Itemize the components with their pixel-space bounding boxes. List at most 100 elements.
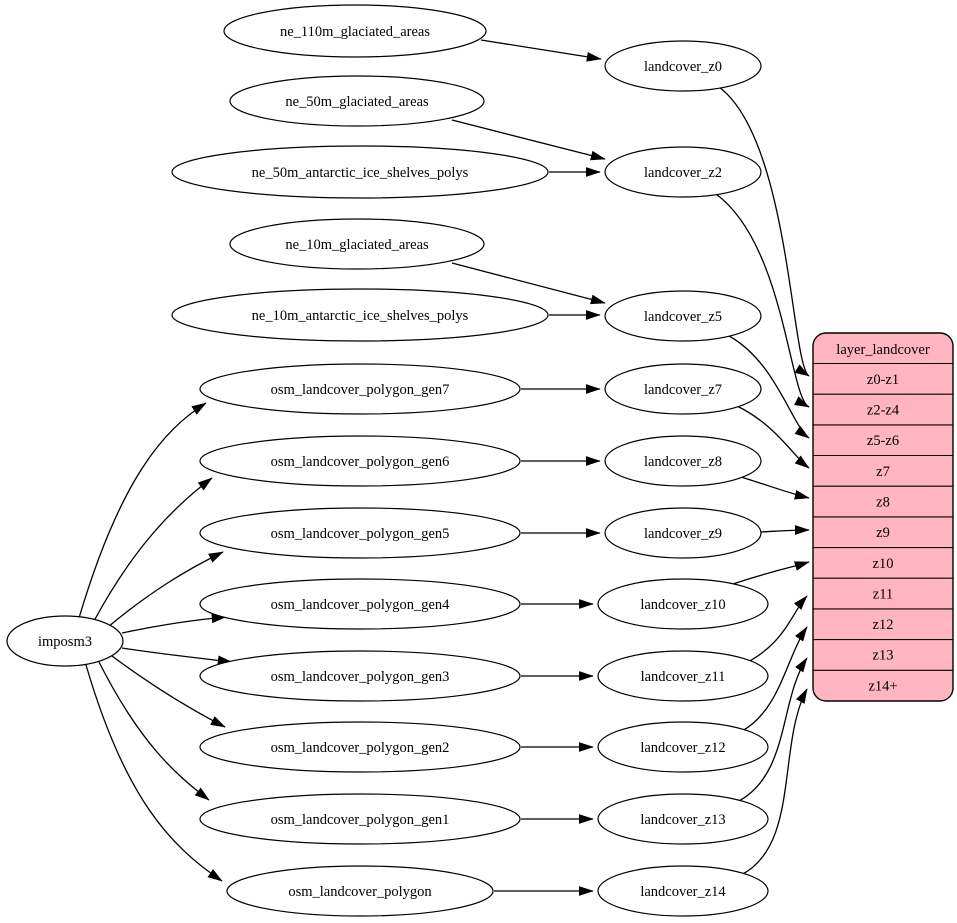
edge-imposm3--osm_landcover_polygon_gen6 <box>93 477 213 622</box>
edge-landcover_z8--row-z8 <box>740 476 810 500</box>
node-landcover_z11-ellipse <box>597 650 769 702</box>
node-landcover_z7-ellipse <box>604 363 762 415</box>
table-row-z12: z12 <box>873 617 894 633</box>
node-landcover_z12-label: landcover_z12 <box>640 740 725 756</box>
node-osm_landcover_polygon_gen6-ellipse <box>199 435 521 487</box>
edge-imposm3--osm_landcover_polygon_gen7 <box>78 402 207 619</box>
node-osm_landcover_polygon_gen6-label: osm_landcover_polygon_gen6 <box>271 454 450 470</box>
edge-landcover_z11--row-z11 <box>739 595 808 667</box>
table-row-z14plus: z14+ <box>868 679 897 695</box>
node-osm_landcover_polygon_gen7-ellipse <box>199 363 521 415</box>
node-landcover_z0-label: landcover_z0 <box>644 59 722 75</box>
node-landcover_z7: landcover_z7 <box>604 363 762 415</box>
table-title: layer_landcover <box>836 342 930 358</box>
node-landcover_z14-ellipse <box>597 865 769 917</box>
node-landcover_z12: landcover_z12 <box>597 721 769 773</box>
edge-imposm3--osm_landcover_polygon_gen1 <box>98 661 210 801</box>
node-landcover_z9-ellipse <box>604 507 762 559</box>
edge-imposm3--osm_landcover_polygon_gen5 <box>107 551 224 628</box>
node-landcover_z2-label: landcover_z2 <box>644 165 722 181</box>
edge-imposm3--osm_landcover_polygon_gen2 <box>111 655 226 728</box>
node-landcover_z14-label: landcover_z14 <box>640 884 726 900</box>
node-landcover_z11-label: landcover_z11 <box>641 669 726 685</box>
node-osm_landcover_polygon_gen4-ellipse <box>199 578 521 630</box>
edge-landcover_z2--row-z2-z4 <box>715 193 810 408</box>
node-landcover_z7-label: landcover_z7 <box>644 382 722 398</box>
node-osm_landcover_polygon-ellipse <box>226 865 494 917</box>
edge-landcover_z10--row-z10 <box>729 561 810 586</box>
node-landcover_z2: landcover_z2 <box>604 146 762 198</box>
node-landcover_z8-label: landcover_z8 <box>644 454 722 470</box>
node-landcover_z2-ellipse <box>604 146 762 198</box>
edge-landcover_z12--row-z12 <box>741 626 808 732</box>
node-ne_10m_antarctic_ice_shelves_polys-label: ne_10m_antarctic_ice_shelves_polys <box>252 308 469 324</box>
edge-ne_110m_glaciated_areas--landcover_z0 <box>480 39 602 62</box>
node-ne_50m_antarctic_ice_shelves_polys: ne_50m_antarctic_ice_shelves_polys <box>171 145 549 199</box>
node-osm_landcover_polygon_gen3-ellipse <box>199 650 521 702</box>
node-ne_50m_glaciated_areas: ne_50m_glaciated_areas <box>229 75 485 127</box>
table-row-z7: z7 <box>876 464 890 480</box>
node-osm_landcover_polygon_gen4: osm_landcover_polygon_gen4 <box>199 578 521 630</box>
table-layer_landcover: layer_landcover z0-z1 z2-z4 z5-z6 z7 z8 … <box>812 332 954 702</box>
node-osm_landcover_polygon_gen2-label: osm_landcover_polygon_gen2 <box>271 740 450 756</box>
node-osm_landcover_polygon_gen1-label: osm_landcover_polygon_gen1 <box>271 812 450 828</box>
nodes-layer: imposm3 ne_110m_glaciated_areas ne_50m_g… <box>6 4 769 917</box>
node-osm_landcover_polygon_gen6: osm_landcover_polygon_gen6 <box>199 435 521 487</box>
node-ne_110m_glaciated_areas-label: ne_110m_glaciated_areas <box>280 24 430 40</box>
node-landcover_z8-ellipse <box>604 435 762 487</box>
node-ne_50m_glaciated_areas-label: ne_50m_glaciated_areas <box>285 94 429 110</box>
edge-landcover_z13--row-z13 <box>736 657 808 803</box>
node-osm_landcover_polygon_gen5-ellipse <box>199 507 521 559</box>
node-ne_10m_glaciated_areas: ne_10m_glaciated_areas <box>229 218 485 270</box>
node-ne_110m_glaciated_areas: ne_110m_glaciated_areas <box>223 4 487 58</box>
table-row-z9: z9 <box>876 525 890 541</box>
node-landcover_z10-label: landcover_z10 <box>640 597 725 613</box>
node-landcover_z9: landcover_z9 <box>604 507 762 559</box>
node-ne_10m_glaciated_areas-label: ne_10m_glaciated_areas <box>285 237 429 253</box>
edge-imposm3--osm_landcover_polygon_gen3 <box>121 647 233 666</box>
edge-imposm3--osm_landcover_polygon_gen4 <box>121 613 227 634</box>
node-ne_50m_glaciated_areas-ellipse <box>229 75 485 127</box>
node-ne_110m_glaciated_areas-ellipse <box>223 4 487 58</box>
node-osm_landcover_polygon_gen1: osm_landcover_polygon_gen1 <box>199 793 521 845</box>
node-landcover_z13-ellipse <box>597 793 769 845</box>
node-osm_landcover_polygon_gen7: osm_landcover_polygon_gen7 <box>199 363 521 415</box>
node-ne_50m_antarctic_ice_shelves_polys-ellipse <box>171 145 549 199</box>
edge-landcover_z14--row-z14 <box>740 688 808 876</box>
node-imposm3-ellipse <box>6 615 124 667</box>
node-osm_landcover_polygon_gen4-label: osm_landcover_polygon_gen4 <box>271 597 451 613</box>
node-landcover_z8: landcover_z8 <box>604 435 762 487</box>
table-row-z10: z10 <box>873 556 894 572</box>
node-osm_landcover_polygon_gen2-ellipse <box>199 721 521 773</box>
node-osm_landcover_polygon: osm_landcover_polygon <box>226 865 494 917</box>
node-landcover_z10: landcover_z10 <box>597 578 769 630</box>
node-landcover_z5-label: landcover_z5 <box>644 309 722 325</box>
node-landcover_z5-ellipse <box>604 290 762 342</box>
table-row-z5-z6: z5-z6 <box>867 433 899 449</box>
table-row-z2-z4: z2-z4 <box>867 403 900 419</box>
node-osm_landcover_polygon-label: osm_landcover_polygon <box>288 884 432 900</box>
table-row-z13: z13 <box>873 648 894 664</box>
node-osm_landcover_polygon_gen3: osm_landcover_polygon_gen3 <box>199 650 521 702</box>
table-row-z0-z1: z0-z1 <box>867 372 899 388</box>
node-landcover_z0-ellipse <box>604 40 762 92</box>
node-landcover_z13: landcover_z13 <box>597 793 769 845</box>
edge-imposm3--osm_landcover_polygon <box>85 664 223 882</box>
node-imposm3: imposm3 <box>6 615 124 667</box>
node-osm_landcover_polygon_gen3-label: osm_landcover_polygon_gen3 <box>271 669 450 685</box>
node-osm_landcover_polygon_gen2: osm_landcover_polygon_gen2 <box>199 721 521 773</box>
node-imposm3-label: imposm3 <box>38 634 92 650</box>
node-landcover_z11: landcover_z11 <box>597 650 769 702</box>
edge-ne_10m_glaciated_areas--landcover_z5 <box>451 262 606 305</box>
node-landcover_z5: landcover_z5 <box>604 290 762 342</box>
node-landcover_z12-ellipse <box>597 721 769 773</box>
node-landcover_z14: landcover_z14 <box>597 865 769 917</box>
edge-ne_50m_glaciated_areas--landcover_z2 <box>451 119 606 161</box>
node-osm_landcover_polygon_gen5-label: osm_landcover_polygon_gen5 <box>271 526 450 542</box>
node-landcover_z0: landcover_z0 <box>604 40 762 92</box>
edge-landcover_z9--row-z9 <box>760 525 810 535</box>
node-landcover_z10-ellipse <box>597 578 769 630</box>
node-osm_landcover_polygon_gen7-label: osm_landcover_polygon_gen7 <box>271 382 450 398</box>
